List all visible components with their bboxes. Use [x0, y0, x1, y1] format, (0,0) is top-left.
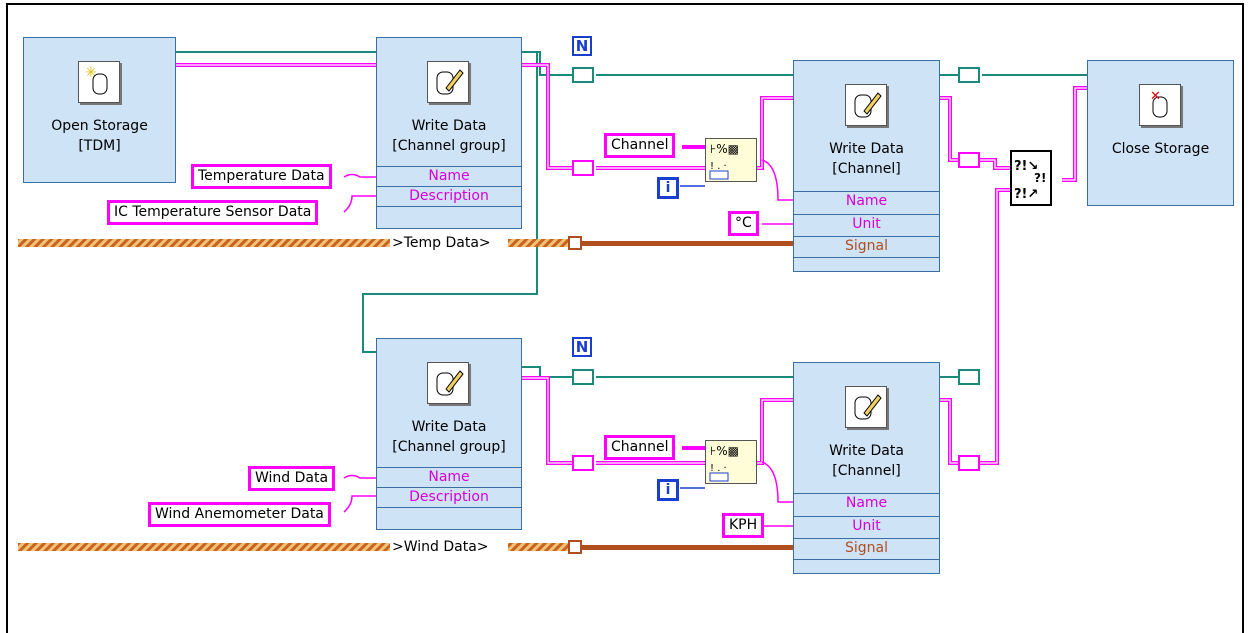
format-string-icon: ⊦%▩ ! . · [709, 444, 739, 482]
thin-string-wires [343, 159, 793, 527]
storage-open-icon: ✳ [77, 61, 120, 103]
terminal-empty [377, 206, 521, 225]
unit-constant-2[interactable]: KPH [722, 513, 765, 538]
signal-tunnel-2[interactable] [568, 540, 582, 554]
unit-constant-1[interactable]: °C [728, 211, 759, 236]
node-title: Write Data [411, 118, 487, 134]
svg-text:⊦%▩: ⊦%▩ [710, 444, 739, 458]
temp-description-constant[interactable]: IC Temperature Sensor Data [107, 200, 319, 225]
signal-tunnel-1[interactable] [568, 236, 582, 250]
write-data-icon [427, 362, 469, 404]
node-title: Open Storage [51, 118, 148, 134]
error-tunnel-in-2[interactable] [572, 455, 594, 471]
diagram-frame [6, 3, 1244, 633]
svg-text:?!↘: ?!↘ [1014, 159, 1038, 174]
node-title: Write Data [411, 419, 487, 435]
terminal-signal[interactable]: Signal [794, 538, 939, 557]
terminal-name[interactable]: Name [377, 166, 521, 185]
format-string-icon: ⊦%▩ ! . · [709, 142, 739, 180]
close-storage-node[interactable]: ✕ Close Storage [1087, 60, 1234, 206]
refnum-tunnel-out-1[interactable] [958, 67, 980, 83]
iteration-terminal-1[interactable]: i [657, 177, 679, 199]
write-data-icon [427, 61, 469, 103]
write-channel-node-1[interactable]: Write Data [Channel] Name Unit Signal [793, 60, 940, 272]
svg-text:?!: ?! [1034, 171, 1046, 185]
wind-data-constant[interactable]: Wind Data [248, 466, 336, 491]
loop-count-terminal-2[interactable]: N [572, 337, 592, 357]
write-channel-group-node-2[interactable]: Write Data [Channel group] Name Descript… [376, 338, 522, 530]
iteration-terminal-2[interactable]: i [657, 479, 679, 501]
write-channel-node-2[interactable]: Write Data [Channel] Name Unit Signal [793, 362, 940, 574]
node-title: Write Data [829, 141, 904, 157]
terminal-name[interactable]: Name [794, 493, 939, 512]
terminal-empty [794, 559, 939, 574]
terminal-unit[interactable]: Unit [794, 214, 939, 233]
refnum-tunnel-out-2[interactable] [958, 369, 980, 385]
terminal-name[interactable]: Name [794, 191, 939, 210]
merge-errors-function[interactable]: ?!↘?! ?!↗ [1010, 150, 1052, 206]
format-into-string-function-1[interactable]: ⊦%▩ ! . · [705, 138, 757, 182]
merge-errors-icon: ?!↘?! ?!↗ [1014, 159, 1046, 202]
node-subtitle: [Channel] [832, 161, 901, 177]
write-channel-group-node-1[interactable]: Write Data [Channel group] Name Descript… [376, 37, 522, 229]
channel-constant-2[interactable]: Channel [604, 435, 676, 460]
node-subtitle: [Channel group] [392, 138, 506, 154]
node-subtitle: [Channel] [832, 463, 901, 479]
write-data-icon [844, 84, 887, 126]
terminal-description[interactable]: Description [377, 186, 521, 205]
svg-text:✳: ✳ [85, 65, 97, 81]
error-tunnel-out-2[interactable] [958, 455, 980, 471]
terminal-empty [377, 507, 521, 526]
node-title: Write Data [829, 443, 904, 459]
channel-constant-1[interactable]: Channel [604, 133, 676, 158]
node-subtitle: [TDM] [78, 138, 121, 154]
terminal-description[interactable]: Description [377, 487, 521, 506]
svg-text:?!↗: ?!↗ [1014, 187, 1038, 202]
refnum-tunnel-in-2[interactable] [572, 369, 594, 385]
refnum-tunnel-in-1[interactable] [572, 67, 594, 83]
svg-text:✕: ✕ [1150, 89, 1161, 104]
temp-data-terminal[interactable]: >Temp Data> [390, 235, 493, 251]
temperature-data-constant[interactable]: Temperature Data [191, 164, 332, 189]
svg-text:⊦%▩: ⊦%▩ [710, 142, 739, 156]
node-subtitle: [Channel group] [392, 439, 506, 455]
terminal-name[interactable]: Name [377, 467, 521, 486]
dynamic-data-wires [18, 239, 793, 551]
terminal-unit[interactable]: Unit [794, 516, 939, 535]
write-data-icon [844, 386, 887, 428]
error-tunnel-in-1[interactable] [572, 160, 594, 176]
node-title: Close Storage [1111, 141, 1210, 157]
svg-text:! . ·: ! . · [710, 161, 727, 172]
error-tunnel-out-1[interactable] [958, 152, 980, 168]
terminal-empty [794, 257, 939, 272]
refnum-wires [176, 51, 1087, 378]
wind-description-constant[interactable]: Wind Anemometer Data [148, 502, 331, 527]
format-into-string-function-2[interactable]: ⊦%▩ ! . · [705, 440, 757, 484]
terminal-signal[interactable]: Signal [794, 236, 939, 255]
storage-close-icon: ✕ [1138, 84, 1181, 126]
svg-text:! . ·: ! . · [710, 463, 727, 474]
loop-count-terminal-1[interactable]: N [572, 36, 592, 56]
open-storage-node[interactable]: ✳ Open Storage [TDM] [23, 37, 176, 183]
wind-data-terminal[interactable]: >Wind Data> [390, 539, 491, 555]
